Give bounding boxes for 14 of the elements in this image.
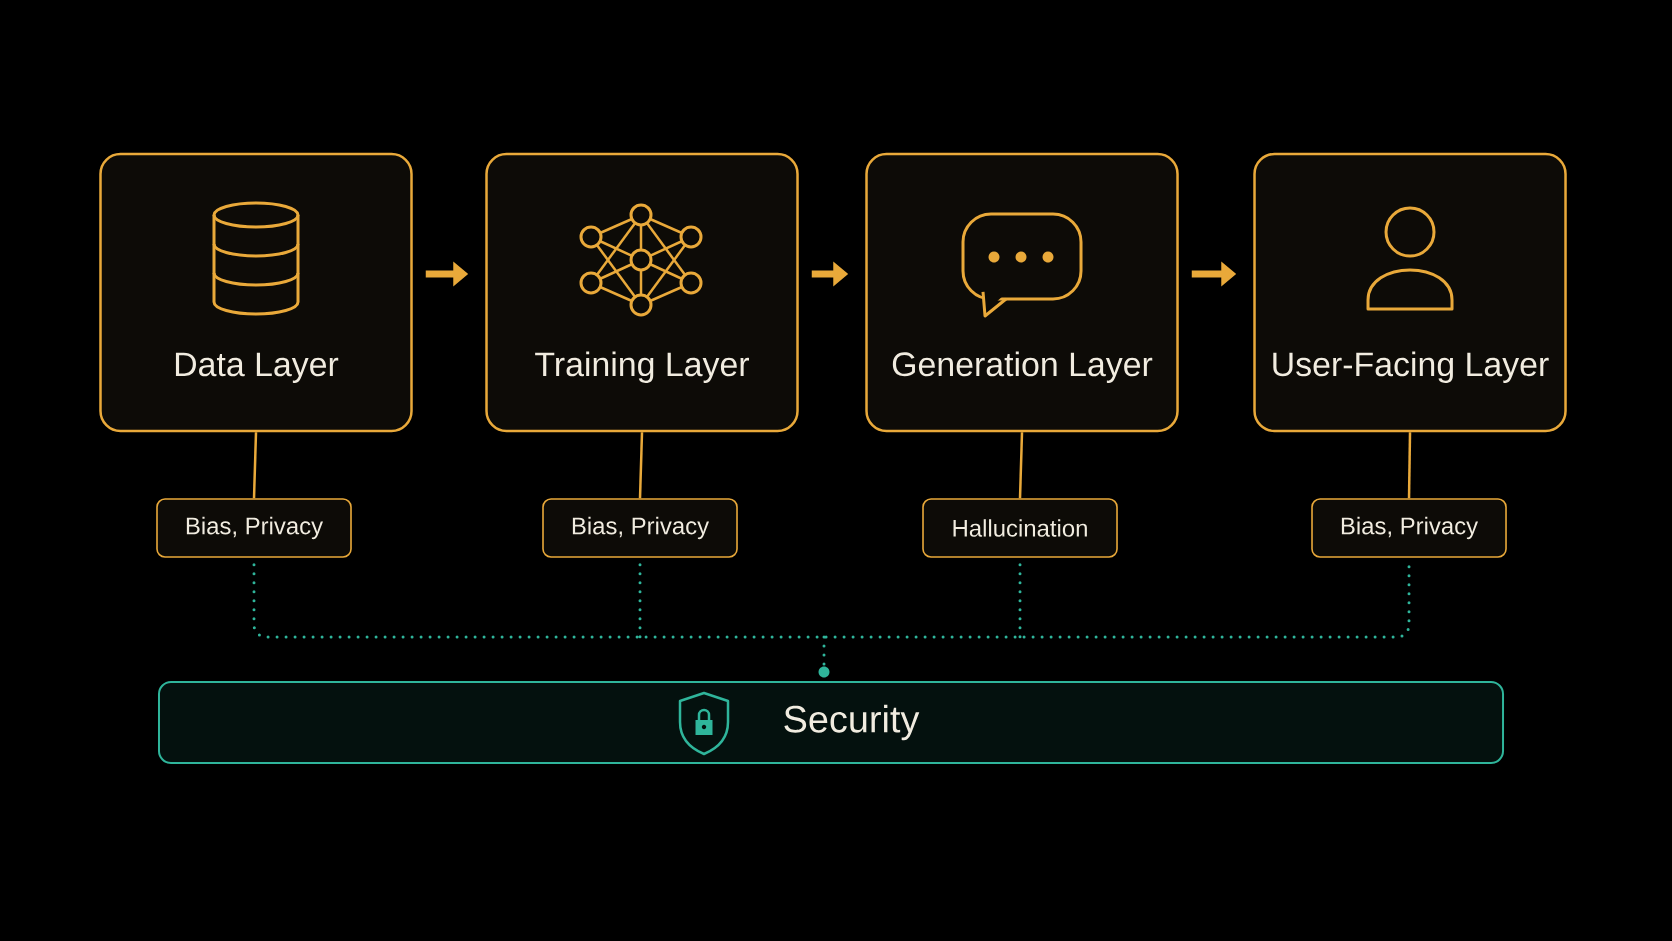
risk-box: Hallucination [922,498,1118,558]
layer-box: Training Layer [485,152,799,433]
risk-box: Bias, Privacy [156,498,352,558]
layer-box: Generation Layer [865,152,1179,433]
connector-line [1018,432,1024,499]
layer-box: User-Facing Layer [1253,152,1567,433]
risk-box: Bias, Privacy [1311,498,1507,558]
security-bar: Security [158,681,1505,764]
connector-line [1407,432,1412,499]
connector-line [252,432,258,499]
dotted-connector [252,563,1411,668]
risk-box: Bias, Privacy [542,498,738,558]
layer-box: Data Layer [99,152,413,433]
connector-line [638,432,644,499]
